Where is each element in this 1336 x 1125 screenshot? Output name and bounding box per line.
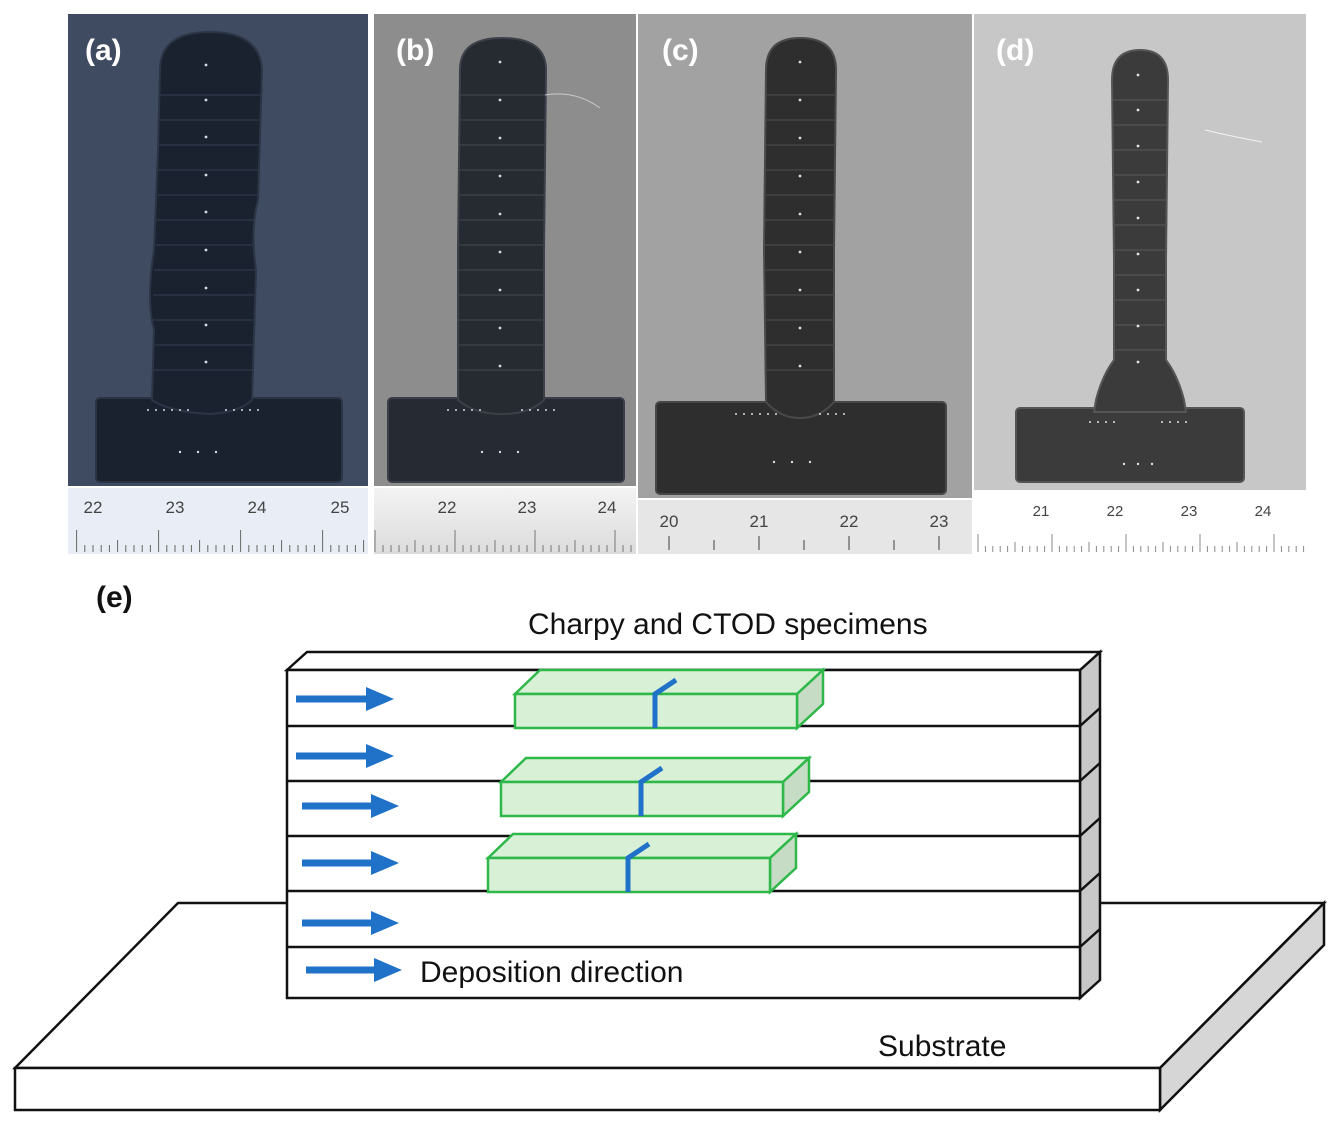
deposition-arrow [302, 794, 399, 818]
panel-b-indent-dots [447, 60, 555, 454]
panel-e-label: (e) [96, 581, 133, 614]
deposition-arrow [302, 851, 399, 875]
panel-b-label: (b) [396, 34, 434, 67]
panel-c-layer-lines [765, 94, 835, 371]
panel-a-ruler-label: 24 [248, 498, 267, 517]
panel-d-label: (d) [996, 34, 1034, 67]
panel-d-indent-dots [1089, 73, 1187, 466]
panel-c-ruler [638, 500, 972, 554]
panel-b-ruler-ticks [374, 530, 632, 552]
specimen-top [511, 667, 827, 731]
panel-c: 20 21 22 23 (c) [638, 14, 972, 554]
deposition-arrows [296, 687, 402, 982]
panel-b-layer-lines [459, 94, 545, 371]
panel-d-wall [1092, 48, 1188, 413]
specimen-bottom [484, 831, 800, 895]
panel-d-layer-lines [1113, 99, 1167, 351]
panel-d: 21 22 23 24 (d) [974, 14, 1306, 554]
substrate-label: Substrate [878, 1030, 1006, 1063]
panel-a-label: (a) [85, 34, 122, 67]
panel-b-ruler-label: 24 [598, 498, 617, 517]
panel-a-ruler-ticks [76, 530, 365, 552]
panel-c-label: (c) [662, 34, 699, 67]
panel-b: 22 23 24 (b) [374, 14, 636, 554]
panel-a-ruler-label: 23 [166, 498, 185, 517]
deposition-arrow [302, 911, 399, 935]
specimens-label: Charpy and CTOD specimens [528, 608, 928, 641]
deposition-arrow [296, 687, 394, 711]
panel-a: 22 23 24 25 (a) [68, 14, 368, 554]
deposition-arrow [296, 744, 394, 768]
panel-a-wall [149, 30, 264, 416]
notch [652, 677, 678, 728]
panel-c-indent-dots [735, 60, 845, 464]
panel-d-scratch [1204, 129, 1263, 143]
panel-d-ruler [974, 492, 1306, 554]
deposition-label: Deposition direction [420, 956, 683, 989]
panel-d-ruler-label: 23 [1181, 503, 1198, 520]
panel-a-ruler-label: 22 [84, 498, 103, 517]
panel-c-ruler-label: 21 [750, 512, 769, 531]
panel-d-substrate [1015, 407, 1245, 483]
specimen-middle [497, 755, 813, 819]
panel-c-ruler-ticks [668, 536, 940, 550]
panel-a-layer-lines [153, 94, 260, 371]
panel-b-ruler-label: 22 [438, 498, 457, 517]
notch [625, 841, 651, 892]
panel-a-ruler-label: 25 [331, 498, 350, 517]
deposition-arrow [306, 958, 402, 982]
panel-d-ruler-label: 21 [1033, 503, 1050, 520]
panel-b-ruler-label: 23 [518, 498, 537, 517]
panel-c-wall [762, 36, 838, 420]
panel-b-scratch [544, 93, 601, 109]
panel-e: (e) Charpy and CTOD specimens Substrate [12, 581, 1328, 1114]
panel-c-ruler-label: 22 [840, 512, 859, 531]
panel-d-ruler-label: 24 [1255, 503, 1272, 520]
panel-b-ruler [374, 488, 636, 554]
notch [638, 765, 664, 816]
panel-d-ruler-ticks [977, 534, 1305, 552]
panel-d-ruler-label: 22 [1107, 503, 1124, 520]
panel-c-ruler-label: 20 [660, 512, 679, 531]
panel-c-ruler-label: 23 [930, 512, 949, 531]
panel-a-indent-dots [147, 63, 259, 454]
